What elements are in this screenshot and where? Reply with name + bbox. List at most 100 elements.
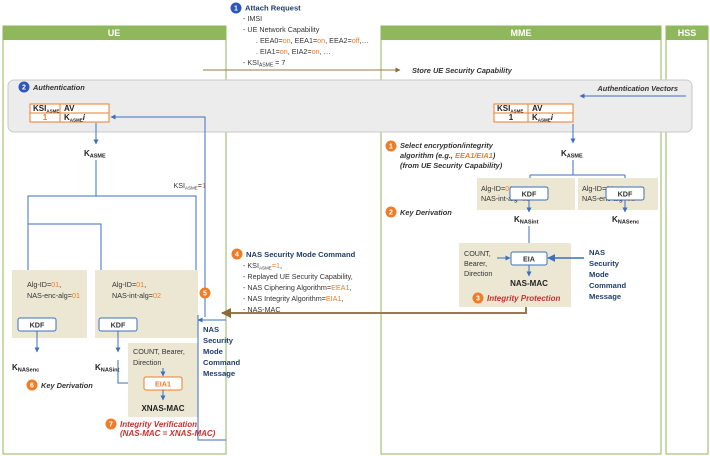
mme-kdf-int-block: Alg-ID=01, NAS-int-alg=02 KDF (477, 178, 575, 213)
svg-text:- IMSI: - IMSI (243, 14, 262, 23)
xnas-mac-label: XNAS-MAC (141, 404, 184, 413)
step-4-badge (231, 248, 243, 260)
auth-vectors-label: Authentication Vectors (596, 84, 678, 93)
svg-text:. EEA0=on, EEA1=on, EEA2=off,…: . EEA0=on, EEA1=on, EEA2=off,… (256, 36, 369, 45)
ue-kdf-int-block: Alg-ID=01, NAS-int-alg=02 KDF (95, 270, 198, 353)
svg-text:NAS: NAS (203, 325, 219, 334)
svg-text:Alg-ID=01,: Alg-ID=01, (27, 280, 61, 289)
svg-text:7: 7 (109, 422, 113, 429)
svg-text:Mode: Mode (589, 270, 609, 279)
svg-text:2: 2 (22, 85, 26, 92)
smc-content: 4 NAS Security Mode Command - KSIASME=1,… (231, 248, 356, 314)
svg-text:COUNT, Bearer,: COUNT, Bearer, (133, 347, 185, 356)
integrity-protection-label: Integrity Protection (487, 294, 560, 303)
svg-text:KSIASME: KSIASME (33, 104, 59, 114)
svg-text:1: 1 (509, 113, 514, 122)
svg-text:6: 6 (30, 383, 34, 390)
svg-text:EIA: EIA (523, 255, 535, 264)
ue-knasenc-label: KNASenc (12, 363, 39, 374)
integrity-verification-label: Integrity Verification (120, 420, 197, 429)
svg-text:5: 5 (203, 291, 207, 298)
ue-kdf-enc-block: Alg-ID=01, NAS-enc-alg=01 KDF (12, 270, 87, 353)
ksi-table-mme: KSIASME AV 1 KASMEi (493, 103, 574, 123)
svg-text:KDF: KDF (522, 190, 537, 199)
lane-hss-title: HSS (678, 28, 697, 38)
step-2-badge (18, 81, 30, 93)
svg-text:Bearer,: Bearer, (464, 259, 487, 268)
svg-text:- KSIASME=1,: - KSIASME=1, (243, 261, 282, 271)
step-1-orange-badge (385, 140, 397, 152)
ue-knasint-label: KNASint (95, 363, 120, 374)
step-5-badge (199, 287, 211, 299)
svg-text:(from UE Security Capability): (from UE Security Capability) (400, 161, 503, 170)
ksi-asme-eq-label: KSIASME=1 (173, 181, 206, 191)
authentication-band: 2 Authentication Authentication Vectors (7, 79, 693, 133)
lane-ue-title: UE (108, 28, 121, 38)
svg-text:- NAS Ciphering Algorithm=EEA1: - NAS Ciphering Algorithm=EEA1, (243, 283, 351, 292)
mme-nas-smc-label: NAS Security Mode Command Message (589, 248, 626, 301)
mme-knasenc-label: KNASenc (612, 215, 639, 226)
ue-nas-smc-label: NAS Security Mode Command Message (203, 325, 240, 378)
svg-text:Direction: Direction (464, 269, 492, 278)
svg-text:Select encryption/integrity: Select encryption/integrity (400, 141, 494, 150)
svg-text:- KSIASME = 7: - KSIASME = 7 (243, 58, 285, 69)
svg-text:. EIA1=on, EIA2=on, …: . EIA1=on, EIA2=on, … (256, 47, 331, 56)
lane-mme-title: MME (511, 28, 532, 38)
svg-text:- UE Network Capability: - UE Network Capability (243, 25, 320, 34)
attach-title: Attach Request (245, 4, 301, 13)
mme-kasme-label: KASME (561, 149, 583, 160)
svg-text:- Replayed UE Security Capabil: - Replayed UE Security Capability, (243, 272, 353, 281)
svg-text:KDF: KDF (30, 321, 45, 330)
svg-text:1: 1 (389, 144, 393, 151)
svg-text:- NAS-MAC: - NAS-MAC (243, 305, 281, 314)
svg-text:KDF: KDF (111, 321, 126, 330)
step-3-badge (472, 292, 484, 304)
smc-title: NAS Security Mode Command (246, 250, 356, 259)
svg-text:Mode: Mode (203, 347, 223, 356)
svg-text:2: 2 (389, 210, 393, 217)
svg-text:1: 1 (43, 113, 48, 122)
mme-knasint-label: KNASint (514, 215, 539, 226)
svg-text:KASMEi: KASMEi (64, 113, 86, 123)
svg-text:AV: AV (64, 104, 75, 113)
svg-text:1: 1 (234, 6, 238, 13)
svg-text:AV: AV (532, 104, 543, 113)
ksi-table-ue: KSIASME AV 1 KASMEi (29, 103, 110, 123)
svg-text:Command: Command (203, 358, 240, 367)
svg-text:KASMEi: KASMEi (532, 113, 554, 123)
svg-text:NAS-enc-alg=01: NAS-enc-alg=01 (27, 291, 80, 300)
authentication-title: Authentication (32, 83, 85, 92)
svg-text:Security: Security (203, 336, 234, 345)
step-2-orange-badge (385, 206, 397, 218)
svg-text:Message: Message (589, 292, 621, 301)
svg-text:3: 3 (476, 296, 480, 303)
svg-text:Security: Security (589, 259, 620, 268)
svg-text:algorithm (e.g., EEA1/EIA1): algorithm (e.g., EEA1/EIA1) (400, 151, 496, 160)
mme-key-derivation-label: Key Derivation (400, 208, 452, 217)
svg-text:Command: Command (589, 281, 626, 290)
svg-text:NAS: NAS (589, 248, 605, 257)
step-1-badge (230, 2, 242, 14)
ue-kasme-label: KASME (84, 149, 106, 160)
svg-text:Alg-ID=01,: Alg-ID=01, (112, 280, 146, 289)
store-capability-label: Store UE Security Capability (412, 66, 513, 75)
svg-text:KSIASME: KSIASME (497, 104, 523, 114)
nas-mac-label: NAS-MAC (510, 279, 548, 288)
step-7-badge (105, 418, 117, 430)
svg-text:- NAS Integrity Algorithm=EIA1: - NAS Integrity Algorithm=EIA1, (243, 294, 343, 303)
ue-eia-block: COUNT, Bearer, Direction EIA1 XNAS-MAC (128, 343, 198, 417)
svg-text:4: 4 (235, 252, 239, 259)
svg-text:Direction: Direction (133, 358, 161, 367)
svg-text:EIA1: EIA1 (155, 380, 171, 389)
smc-arrow (221, 307, 527, 318)
mme-select-algorithm: 1 Select encryption/integrity algorithm … (385, 140, 503, 170)
svg-text:KDF: KDF (618, 190, 633, 199)
mme-kdf-enc-block: Alg-ID=01, NAS-enc-alg=01 KDF (578, 178, 658, 213)
ue-key-derivation-label: Key Derivation (41, 381, 93, 390)
svg-text:Message: Message (203, 369, 235, 378)
integrity-verification-sub: (NAS-MAC = XNAS-MAC) (120, 429, 216, 438)
step-6-badge (26, 379, 38, 391)
svg-text:NAS-int-alg=02: NAS-int-alg=02 (112, 291, 161, 300)
attach-request: 1 Attach Request - IMSI - UE Network Cap… (230, 2, 369, 69)
